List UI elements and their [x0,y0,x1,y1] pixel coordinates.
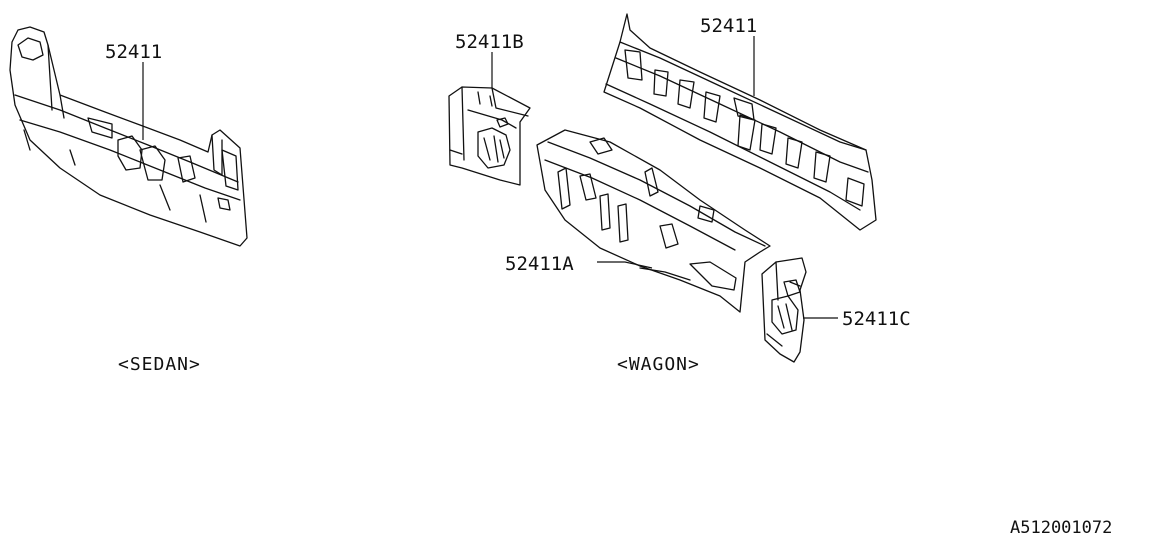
sedan-caption: <SEDAN> [118,354,201,375]
wagon-side-left-callout: 52411B [455,31,524,53]
document-id: A512001072 [1010,518,1112,538]
wagon-upper-panel [603,13,877,231]
wagon-side-piece-right [761,257,807,363]
wagon-lower-leader-line [597,261,653,269]
sedan-rear-panel [9,26,248,247]
wagon-caption: <WAGON> [617,354,700,375]
wagon-side-piece-left [448,86,531,186]
wagon-lower-panel [536,129,771,313]
wagon-side-right-callout: 52411C [842,308,911,330]
wagon-lower-callout: 52411A [505,253,574,275]
sedan-panel-callout: 52411 [105,41,162,63]
wagon-upper-callout: 52411 [700,15,757,37]
